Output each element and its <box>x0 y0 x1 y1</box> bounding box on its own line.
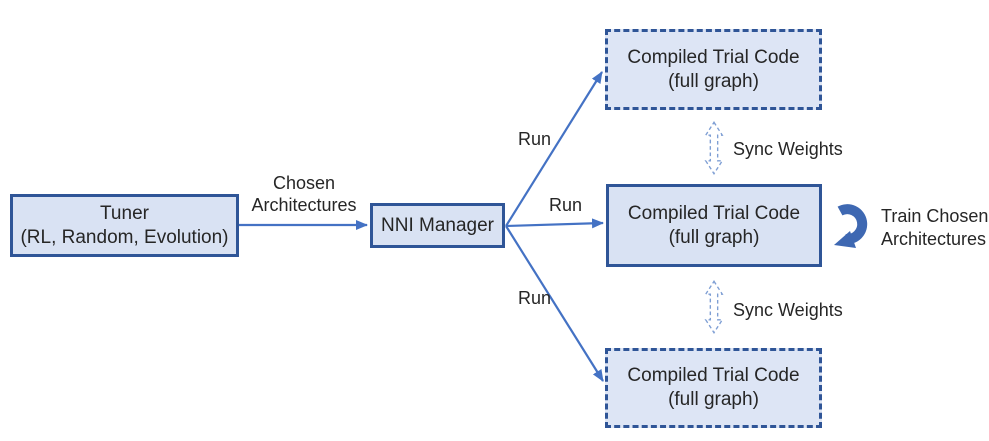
chosen-architectures-label-line1: Chosen <box>272 173 336 193</box>
train-chosen-architectures-label-line2: Architectures <box>881 229 987 249</box>
train-loop-arrow-icon <box>834 204 868 248</box>
trial-code-bottom-line2: (full graph) <box>668 389 759 410</box>
tuner-node: Tuner (RL, Random, Evolution) <box>10 194 239 257</box>
trial-code-bottom-line1: Compiled Trial Code <box>627 365 800 386</box>
train-chosen-architectures-label: Train Chosen Architectures <box>881 205 988 251</box>
arrow-run-middle <box>505 218 604 229</box>
sync-weights-label-top: Sync Weights <box>733 139 843 159</box>
run-label-bottom: Run <box>518 288 552 308</box>
run-label-middle: Run <box>549 195 583 215</box>
tuner-node-line1: Tuner <box>100 202 149 224</box>
tuner-node-line2: (RL, Random, Evolution) <box>20 226 229 248</box>
trial-code-middle-line2: (full graph) <box>668 226 760 248</box>
train-chosen-architectures-label-line1: Train Chosen <box>881 206 989 226</box>
trial-code-top-line2: (full graph) <box>668 70 759 92</box>
run-label-top: Run <box>518 129 552 149</box>
chosen-architectures-label-line2: Architectures <box>251 195 357 215</box>
trial-code-node-top: Compiled Trial Code (full graph) <box>605 29 822 110</box>
nni-manager-node: NNI Manager <box>370 203 505 248</box>
trial-code-node-middle: Compiled Trial Code (full graph) <box>606 184 822 267</box>
chosen-architectures-label: Chosen Architectures <box>242 172 366 216</box>
sync-weights-arrow-icon-top <box>704 121 724 175</box>
trial-code-middle-line1: Compiled Trial Code <box>627 202 801 224</box>
nni-manager-label: NNI Manager <box>381 214 494 236</box>
sync-weights-label-bottom: Sync Weights <box>733 300 843 320</box>
trial-code-node-bottom: Compiled Trial Code (full graph) <box>605 348 822 428</box>
trial-code-top-line1: Compiled Trial Code <box>627 46 800 68</box>
sync-weights-arrow-icon-bottom <box>704 280 724 334</box>
